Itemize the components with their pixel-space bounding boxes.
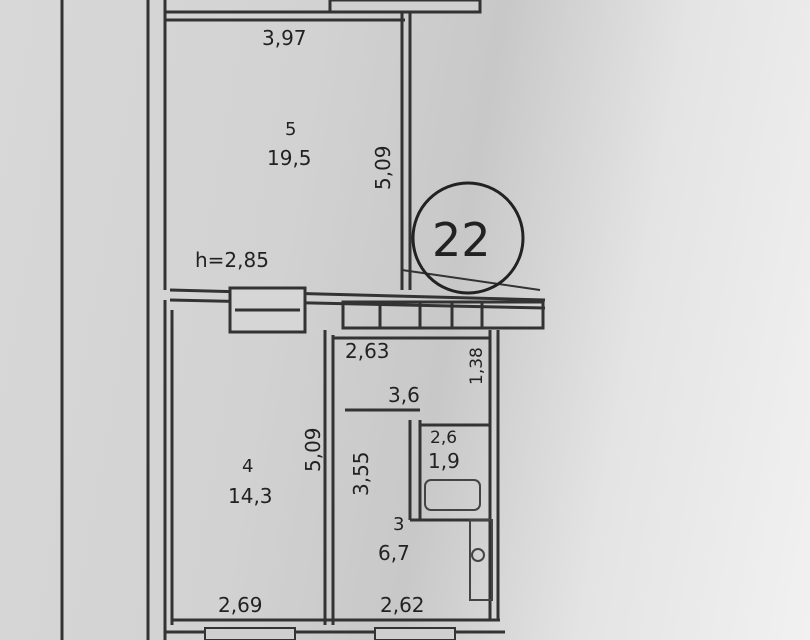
room4-number: 4 bbox=[242, 456, 253, 477]
dim-room4-width: 2,69 bbox=[218, 593, 263, 617]
room2-area: 1,9 bbox=[428, 449, 460, 473]
room3-walls bbox=[333, 330, 500, 620]
loggia-wall bbox=[401, 269, 541, 291]
dim-room4-length: 5,09 bbox=[301, 427, 325, 472]
room3-number: 3 bbox=[393, 514, 404, 535]
bottom-windows bbox=[204, 627, 456, 640]
bath-fixtures bbox=[424, 479, 493, 601]
apartment-number: 22 bbox=[432, 213, 491, 267]
room5-area: 19,5 bbox=[267, 146, 312, 170]
dim-corridor-length: 3,6 bbox=[388, 383, 420, 407]
dim-hall-width: 2,63 bbox=[345, 339, 390, 363]
room3-area: 6,7 bbox=[378, 541, 410, 565]
room5-number: 5 bbox=[285, 119, 296, 140]
dim-room5-width: 3,97 bbox=[262, 26, 307, 50]
ceiling-height: h=2,85 bbox=[195, 248, 269, 272]
room4-area: 14,3 bbox=[228, 484, 273, 508]
dim-room3-length: 3,55 bbox=[349, 451, 373, 496]
dim-bath: 2,6 bbox=[430, 428, 457, 448]
apartment-number-circle bbox=[411, 181, 525, 295]
dim-room5-length: 5,09 bbox=[371, 145, 395, 190]
dim-room3-width: 2,62 bbox=[380, 593, 425, 617]
room5-right-wall bbox=[400, 12, 412, 290]
top-wall bbox=[165, 0, 482, 22]
middle-wall bbox=[169, 286, 546, 334]
outer-wall-left bbox=[60, 0, 167, 640]
dim-hall-depth: 1,38 bbox=[467, 347, 487, 385]
